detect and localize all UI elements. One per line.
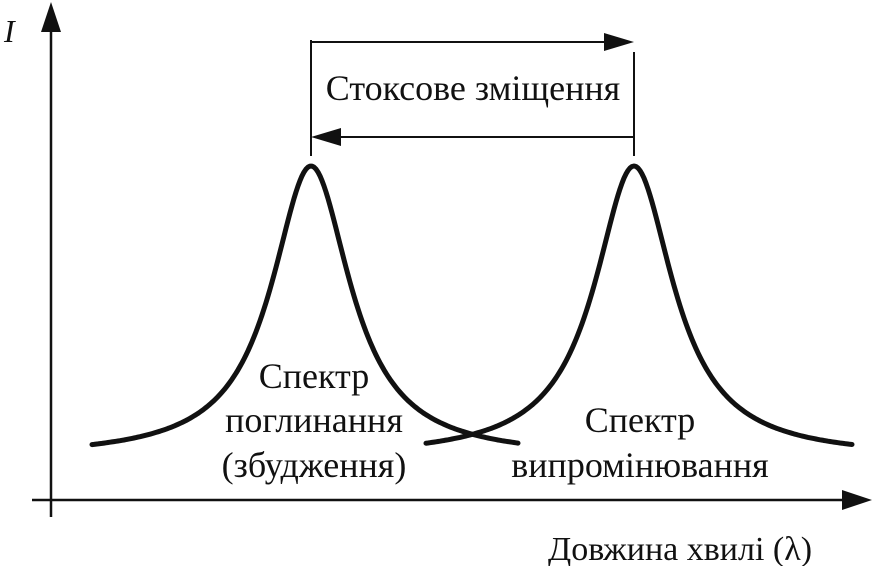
x-axis-arrowhead [842, 490, 872, 510]
stokes-shift-label: Стоксове зміщення [326, 68, 620, 108]
x-axis-label: Довжина хвилі (λ) [548, 531, 812, 566]
stokes-arrow-left-head [311, 128, 341, 146]
absorption-spectrum-curve [89, 163, 521, 448]
absorption-label-line3: (збудження) [222, 445, 407, 485]
absorption-label-line2: поглинання [225, 400, 403, 440]
emission-label-line1: Спектр [585, 400, 695, 440]
y-axis-label: I [3, 13, 16, 49]
emission-label-line2: випромінювання [511, 445, 768, 485]
emission-spectrum-curve [423, 163, 855, 447]
absorption-label-line1: Спектр [259, 356, 369, 396]
stokes-arrow-right-head [604, 33, 634, 51]
y-axis-arrowhead [41, 2, 61, 32]
